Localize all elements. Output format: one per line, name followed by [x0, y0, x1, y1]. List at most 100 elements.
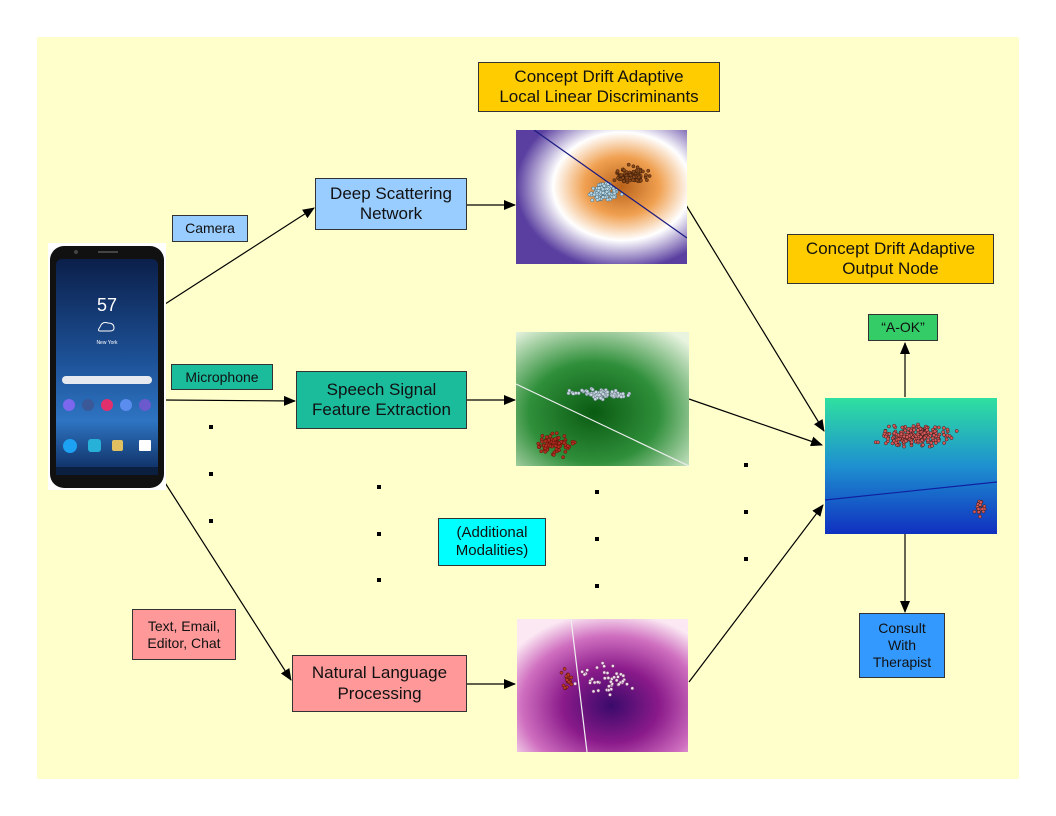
scatter-point: [602, 670, 607, 675]
scatter-point: [941, 426, 946, 430]
scatter-point: [571, 391, 576, 396]
scatter-point: [892, 431, 897, 435]
scatter-point: [536, 445, 541, 449]
ellipsis-dot: [595, 584, 599, 588]
scatter-point: [918, 435, 923, 439]
ellipsis-dot: [744, 463, 748, 467]
ellipsis-dot: [209, 472, 213, 476]
scatter-point: [635, 165, 640, 170]
scatter-point: [930, 443, 934, 448]
ellipsis-dot: [377, 532, 381, 536]
scatter-point: [561, 455, 565, 460]
scatter-point: [621, 391, 625, 396]
scatter-point: [591, 689, 596, 694]
scatter-point: [591, 186, 596, 191]
discriminants-title: Concept Drift Adaptive Local Linear Disc…: [478, 62, 720, 112]
ellipsis-dot: [744, 510, 748, 514]
scatter-point: [645, 178, 649, 182]
arrow-plot3-to-output: [688, 504, 824, 683]
scatter-point: [554, 447, 559, 452]
scatter-point: [536, 441, 541, 446]
scatter-point: [612, 675, 616, 680]
scatter-point: [570, 441, 575, 446]
scatter-point: [944, 437, 949, 442]
scatter-point: [612, 188, 616, 193]
output-node-plot: [825, 398, 997, 534]
scatter-point: [592, 680, 597, 685]
scatter-point: [922, 431, 927, 435]
scatter-point: [639, 178, 643, 183]
ellipsis-dot: [744, 557, 748, 561]
ellipsis-dot: [377, 578, 381, 582]
scatter-point: [566, 672, 571, 677]
microphone-label: Microphone: [171, 364, 273, 390]
scatter-point: [887, 424, 891, 429]
discriminant-plot-camera: [516, 130, 687, 264]
scatter-point: [589, 392, 594, 397]
camera-label: Camera: [172, 215, 248, 242]
scatter-point: [613, 388, 618, 393]
scatter-point: [614, 678, 619, 683]
scatter-point: [619, 173, 624, 177]
scatter-point: [934, 441, 938, 445]
scatter-point: [548, 434, 552, 439]
scatter-point: [556, 444, 561, 449]
scatter-point: [945, 433, 950, 438]
scatter-point: [622, 168, 626, 173]
scatter-point: [553, 437, 558, 441]
scatter-point: [899, 432, 904, 437]
scatter-point: [896, 437, 901, 442]
scatter-point: [644, 173, 648, 177]
scatter-point: [562, 440, 567, 445]
scatter-point: [929, 440, 934, 445]
scatter-point: [557, 441, 561, 446]
scatter-point: [624, 170, 629, 174]
scatter-point: [616, 682, 621, 687]
scatter-point: [601, 392, 605, 396]
scatter-point: [631, 164, 636, 169]
scatter-point: [916, 428, 920, 432]
scatter-point: [562, 667, 567, 671]
scatter-point: [611, 664, 615, 668]
consult-therapist-output: Consult With Therapist: [859, 613, 945, 678]
scatter-point: [597, 393, 602, 398]
scatter-point: [626, 162, 631, 167]
scatter-point: [883, 429, 888, 434]
scatter-point: [602, 184, 607, 188]
scatter-point: [580, 669, 584, 674]
scatter-point: [978, 503, 983, 507]
scatter-point: [902, 434, 907, 439]
scatter-point: [573, 681, 577, 686]
scatter-point: [609, 679, 613, 684]
scatter-point: [565, 444, 570, 448]
scatter-point: [621, 679, 625, 684]
scatter-point: [909, 428, 913, 433]
scatter-point: [605, 390, 610, 394]
scatter-point: [596, 688, 601, 693]
scatter-point: [612, 178, 617, 183]
scatter-point: [606, 688, 611, 692]
scatter-point: [920, 438, 924, 443]
scatter-point: [641, 169, 645, 174]
scatter-point: [562, 686, 567, 690]
scatter-point: [628, 173, 633, 177]
scatter-point: [543, 439, 548, 443]
discriminant-plot-speech: [516, 332, 689, 466]
scatter-point: [625, 682, 629, 686]
arrow-phone-to-speech: [161, 395, 296, 406]
scatter-point: [595, 195, 599, 199]
ellipsis-dot: [209, 519, 213, 523]
scatter-point: [912, 428, 916, 432]
scatter-point: [610, 389, 614, 394]
scatter-point: [602, 664, 606, 669]
scatter-point: [605, 671, 610, 675]
scatter-point: [551, 453, 556, 457]
scatter-point: [631, 169, 636, 174]
scatter-point: [540, 439, 544, 444]
scatter-point: [621, 673, 626, 678]
scatter-point: [607, 191, 612, 196]
scatter-point: [614, 671, 619, 676]
scatter-point: [941, 430, 946, 434]
a-ok-output: “A-OK”: [868, 314, 938, 341]
